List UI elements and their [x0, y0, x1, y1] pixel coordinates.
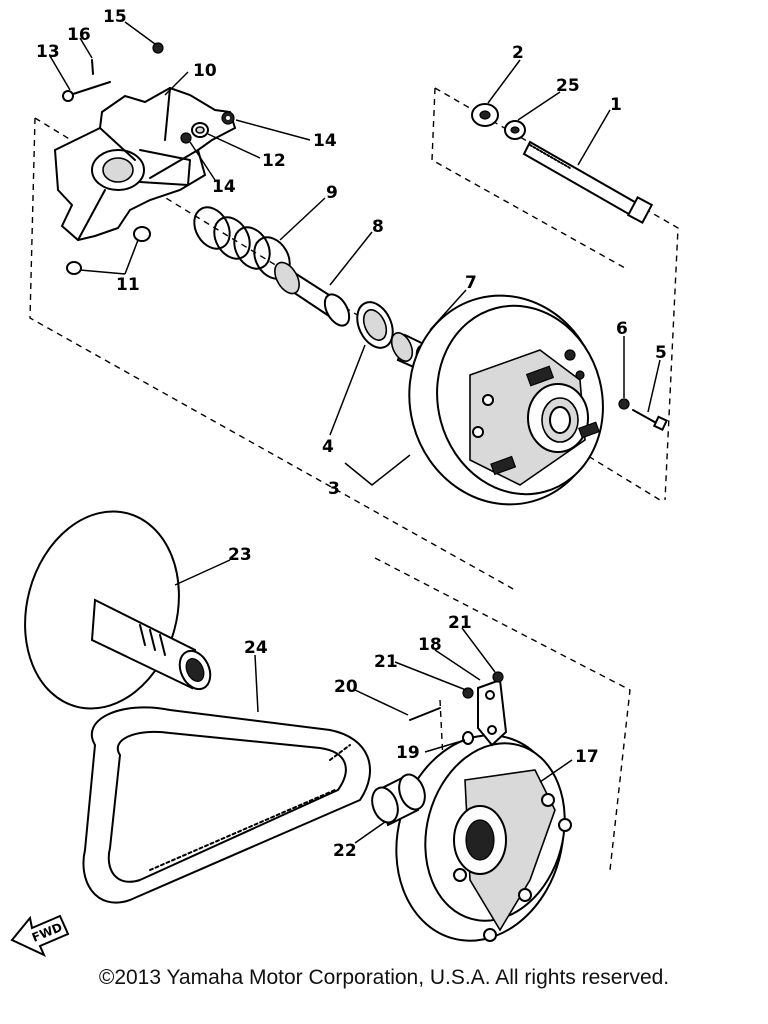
copyright-notice: ©2013 Yamaha Motor Corporation, U.S.A. A…: [98, 966, 670, 989]
part-4-bushing: [356, 301, 394, 349]
callout-25: 25: [556, 76, 580, 96]
callout-19: 19: [396, 743, 420, 763]
callout-14-upper: 14: [313, 131, 337, 151]
callout-20: 20: [334, 677, 358, 697]
part-15-nut: [152, 42, 164, 54]
part-24-drive-belt: [82, 706, 371, 904]
part-14-nut-upper: [221, 111, 235, 125]
leader-lines: [49, 21, 661, 844]
part-25-washer: [504, 120, 526, 140]
part-18-weight-arm: [477, 678, 508, 747]
callout-21-lower: 21: [374, 652, 398, 672]
callout-1: 1: [610, 95, 622, 115]
part-1-long-bolt: [522, 140, 654, 224]
fwd-arrow-icon: FWD: [10, 914, 70, 958]
part-20-pin: [409, 707, 441, 721]
callout-12: 12: [262, 151, 286, 171]
part-3-movable-sheave: [408, 294, 604, 506]
part-16-pin: [91, 59, 94, 75]
part-13-bolt: [62, 81, 111, 102]
callout-21-upper: 21: [448, 613, 472, 633]
part-10-spider-bracket: [53, 86, 237, 242]
part-23-fixed-sheave: [24, 510, 212, 710]
callout-13: 13: [36, 42, 60, 62]
callout-6: 6: [616, 319, 628, 339]
callout-labels: 15 16 13 10 14 12 14 11 9 8 7 4 3 2 25 1…: [36, 7, 667, 861]
part-6-washer: [618, 398, 630, 410]
callout-8: 8: [372, 217, 384, 237]
part-17-lower-sheave: [395, 734, 572, 942]
callout-22: 22: [333, 841, 357, 861]
part-5-bolt: [632, 409, 668, 431]
part-14-nut-lower: [180, 132, 192, 144]
part-19-collar: [462, 731, 474, 745]
callout-7: 7: [465, 273, 477, 293]
callout-23: 23: [228, 545, 252, 565]
callout-5: 5: [655, 343, 667, 363]
exploded-parts-diagram: 15 16 13 10 14 12 14 11 9 8 7 4 3 2 25 1…: [10, 7, 679, 958]
callout-24: 24: [244, 638, 268, 658]
callout-14-lower: 14: [212, 177, 236, 197]
part-21-nut-upper: [492, 671, 504, 683]
callout-16: 16: [67, 25, 91, 45]
part-12-collar: [191, 122, 209, 138]
callout-4: 4: [322, 437, 334, 457]
callout-10: 10: [193, 61, 217, 81]
callout-3: 3: [328, 479, 340, 499]
callout-2: 2: [512, 43, 524, 63]
callout-17: 17: [575, 747, 599, 767]
part-8-sleeve: [274, 261, 351, 327]
part-2-washer: [471, 103, 499, 127]
part-22-bushing: [371, 773, 426, 827]
callout-18: 18: [418, 635, 442, 655]
callout-9: 9: [326, 183, 338, 203]
callout-15: 15: [103, 7, 127, 27]
part-11-bolts: [66, 226, 151, 275]
callout-11: 11: [116, 275, 140, 295]
